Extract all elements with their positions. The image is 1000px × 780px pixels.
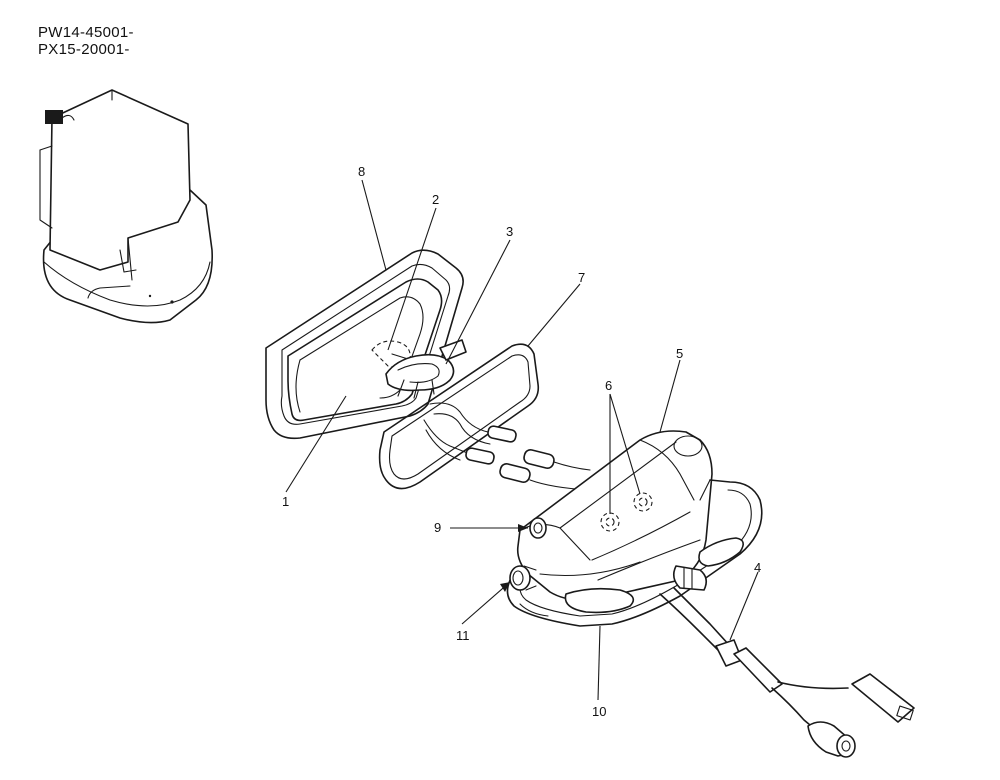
lamp-wiring xyxy=(423,402,591,491)
callout-11: 11 xyxy=(456,628,470,643)
callout-4: 4 xyxy=(754,560,761,575)
part-9-plug xyxy=(529,517,547,539)
leader-11 xyxy=(461,581,511,625)
work-light-location-marker xyxy=(45,110,63,124)
leader-5 xyxy=(659,359,681,433)
connector-male-upper xyxy=(487,425,517,443)
callout-1: 1 xyxy=(282,494,289,509)
leader-3 xyxy=(445,239,511,365)
callout-10: 10 xyxy=(592,704,606,719)
leader-lines xyxy=(285,179,759,701)
part-11-knob xyxy=(509,565,537,591)
leader-6b xyxy=(609,393,641,495)
leader-2 xyxy=(387,207,437,351)
callout-5: 5 xyxy=(676,346,683,361)
callout-8: 8 xyxy=(358,164,365,179)
leader-7 xyxy=(527,283,581,347)
serial-range-2: PX15-20001- xyxy=(38,41,130,58)
leader-9-arrowhead xyxy=(518,524,528,532)
leader-8 xyxy=(361,179,387,271)
connector-male-lower xyxy=(465,447,495,465)
callout-2: 2 xyxy=(432,192,439,207)
connector-female-upper xyxy=(523,449,555,469)
callout-9: 9 xyxy=(434,520,441,535)
part-7-gasket xyxy=(378,343,540,490)
callout-labels: 1 2 3 4 5 6 7 8 9 10 11 xyxy=(282,164,761,719)
leader-1 xyxy=(285,395,347,493)
callout-6: 6 xyxy=(605,378,612,393)
connector-female-lower xyxy=(499,463,531,483)
part-10-bracket xyxy=(506,479,763,627)
harness-plug-round xyxy=(807,721,856,758)
part-3-socket xyxy=(385,339,467,399)
callout-3: 3 xyxy=(506,224,513,239)
side-knob-right xyxy=(672,565,708,591)
harness-plug-square xyxy=(851,673,915,723)
serial-range-1: PW14-45001- xyxy=(38,24,134,41)
leader-4 xyxy=(729,571,759,641)
leader-10 xyxy=(597,625,601,701)
cab-location-inset xyxy=(39,89,213,324)
part-4-harness xyxy=(659,587,915,758)
callout-7: 7 xyxy=(578,270,585,285)
leader-11-arrowhead xyxy=(500,582,510,592)
